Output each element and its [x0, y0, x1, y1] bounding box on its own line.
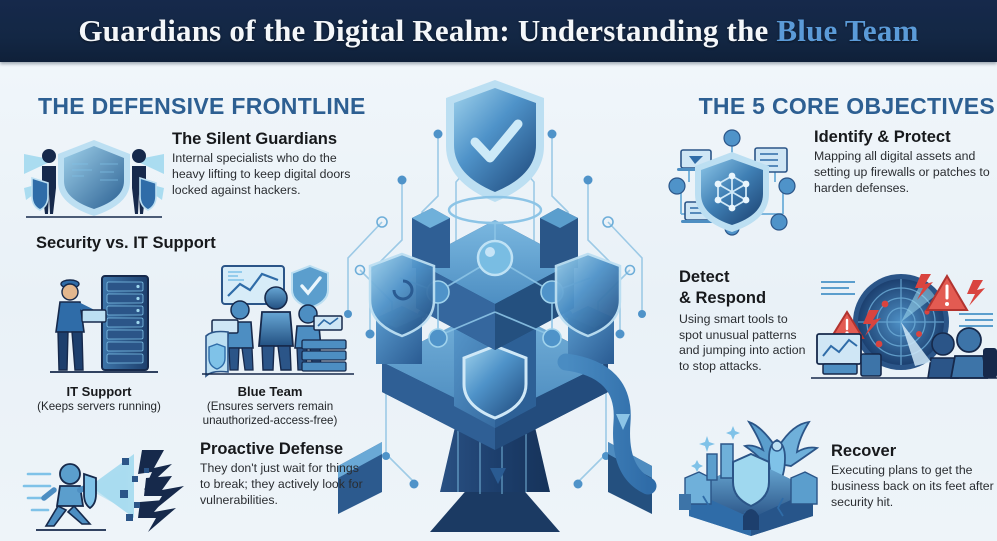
identify-protect-body: Mapping all digital assets and setting u… — [814, 149, 990, 195]
it-support-label-group: IT Support (Keeps servers running) — [24, 384, 174, 414]
silent-guardians-body: Internal specialists who do the heavy li… — [172, 151, 351, 197]
defender-shield-icon — [83, 472, 97, 510]
shield-badge-icon — [291, 264, 329, 310]
upper-turrets — [412, 208, 578, 268]
incoming-flow — [679, 494, 691, 510]
laptop — [81, 309, 107, 323]
silent-guardians-title: The Silent Guardians — [172, 130, 338, 148]
radar-sweep — [901, 283, 935, 322]
crown-shield-inner — [454, 88, 536, 192]
defender-figure — [41, 463, 97, 527]
proactive-defense-title: Proactive Defense — [200, 440, 344, 458]
phoenix-castle-icon — [679, 420, 823, 536]
radar-alert-analysts-icon — [807, 268, 997, 380]
shield-network-assets-icon — [659, 129, 805, 236]
block-silent-guardians: The Silent Guardians Internal specialist… — [20, 130, 360, 222]
left-column-heading: THE DEFENSIVE FRONTLINE — [38, 93, 366, 119]
chair — [983, 348, 997, 378]
page-title: Guardians of the Digital Realm: Understa… — [78, 13, 918, 49]
two-guardians-shield-icon — [20, 134, 168, 220]
title-bar: Guardians of the Digital Realm: Understa… — [0, 0, 997, 62]
down-arrowhead — [490, 468, 506, 484]
server-stack — [301, 339, 347, 372]
detect-respond-body: Using smart tools to spot unusual patter… — [679, 311, 806, 374]
recover-body: Executing plans to get the business back… — [831, 463, 997, 509]
hex-nodes — [714, 172, 750, 212]
sparkles — [691, 426, 740, 472]
castle-spire — [720, 443, 734, 479]
banner-shield-icon — [208, 343, 226, 370]
analyst-front — [949, 327, 997, 379]
right-side-shield-icon — [554, 252, 622, 338]
flow-arrowhead — [616, 414, 630, 430]
data-ticks-right — [959, 313, 993, 327]
blue-team-label-group: Blue Team (Ensures servers remain unauth… — [185, 384, 355, 427]
detect-respond-title-line1: Detect — [679, 268, 730, 286]
comparison-heading: Security vs. IT Support — [36, 234, 216, 252]
check-icon — [300, 276, 322, 296]
it-support-note: (Keeps servers running) — [37, 399, 161, 413]
trend-line — [227, 272, 279, 297]
blue-team-label: Blue Team — [237, 384, 303, 399]
circuit-fortress-shield-icon — [330, 62, 660, 541]
operator-left — [211, 300, 254, 371]
operator-center — [258, 286, 294, 371]
page-title-main: Guardians of the Digital Realm: Understa… — [78, 13, 777, 48]
guardian-right-shield-icon — [139, 176, 157, 211]
comparison-heading-wrap: Security vs. IT Support — [36, 234, 216, 253]
rack-units — [106, 281, 144, 364]
technician-figure — [55, 279, 107, 371]
alert-triangle-large — [925, 274, 969, 311]
analyst-workstation — [816, 333, 882, 377]
fortress-mid-left — [382, 362, 495, 450]
identify-protect-title: Identify & Protect — [814, 128, 951, 146]
data-ticks-left — [821, 281, 855, 295]
left-side-shield-icon — [368, 252, 436, 338]
rack-leds — [136, 284, 140, 325]
blue-team-operators-icon — [196, 258, 360, 382]
check-icon — [470, 119, 523, 163]
center-shield-inner — [64, 146, 124, 209]
it-support-label: IT Support — [66, 384, 132, 399]
deflect-cone — [90, 454, 134, 518]
page-title-accent: Blue Team — [776, 13, 919, 48]
circuit-rings — [354, 216, 636, 276]
blue-team-note: (Ensures servers remain unauthorized-acc… — [202, 399, 338, 427]
pointer-beam — [901, 322, 931, 366]
shield-deflecting-lightning-icon — [22, 446, 192, 536]
core-node — [476, 239, 514, 277]
gate-shield-icon — [462, 344, 528, 420]
castle-gate — [743, 509, 759, 530]
proactive-defense-body: They don't just wait for things to break… — [200, 461, 363, 507]
technician-server-rack-icon — [44, 262, 164, 382]
lightning-bolts — [138, 450, 184, 532]
lightning-alerts — [863, 274, 985, 336]
castle-shield-icon — [732, 452, 770, 508]
fortress-mid-right — [495, 362, 608, 450]
right-column-heading: THE 5 CORE OBJECTIVES — [698, 93, 995, 119]
detect-respond-title-line2: & Respond — [679, 289, 767, 308]
left-shield-glyph — [392, 279, 414, 301]
fortress-base — [430, 486, 560, 532]
crown-platform — [447, 195, 543, 225]
recover-title: Recover — [831, 442, 897, 460]
pixel-fragments — [120, 458, 149, 521]
castle-spire-2 — [706, 453, 718, 481]
guardian-left-shield-icon — [31, 176, 49, 211]
speed-lines — [22, 472, 52, 512]
